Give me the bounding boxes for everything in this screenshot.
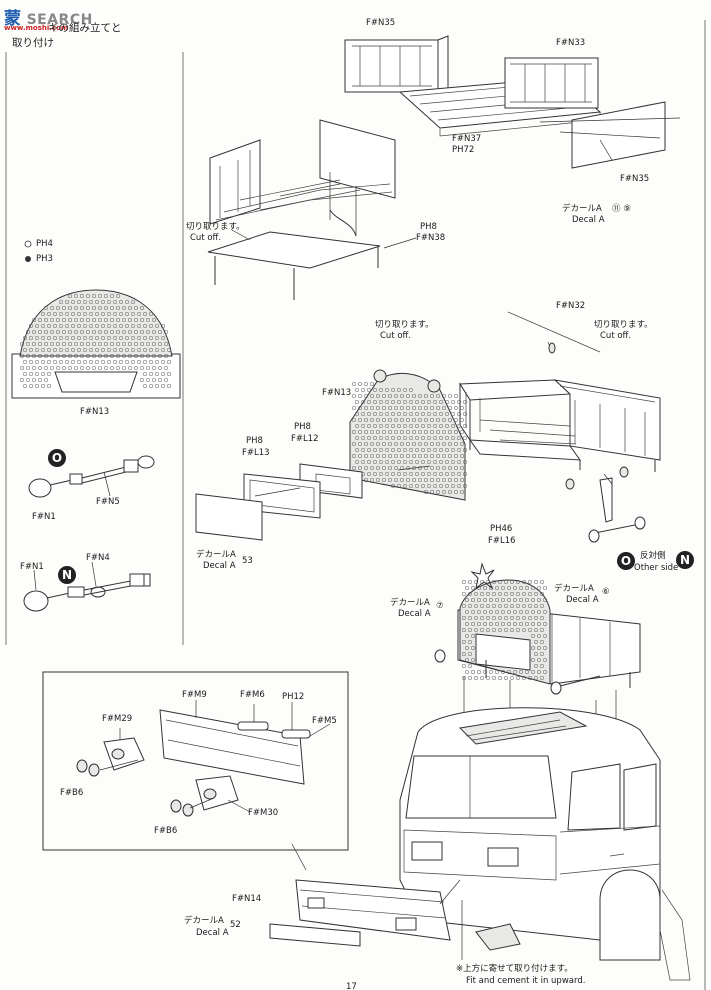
cut1-en: Cut off.: [380, 331, 412, 341]
mark-o: O: [48, 449, 66, 467]
inset-m30: F#M30: [248, 808, 279, 818]
watermark: 蒙 SEARCH www.moshi.com: [4, 9, 93, 32]
label-n35-top: F#N35: [366, 18, 396, 28]
label-n37: F#N37: [452, 134, 482, 144]
label-n32: F#N32: [556, 301, 586, 311]
label-p8: PH8: [420, 222, 437, 232]
rack-side-wall: [344, 35, 449, 93]
step-title-line1: キの組み立てと: [48, 22, 122, 34]
inset-p12: PH12: [282, 692, 305, 702]
inset-m9: F#M9: [182, 690, 207, 700]
legend-filled-dot: [25, 256, 31, 262]
label-n14: F#N14: [232, 894, 262, 904]
inset-m29: F#M29: [102, 714, 133, 724]
inset-b6-a: F#B6: [60, 788, 84, 798]
mirror1-part-label: F#N5: [96, 497, 120, 507]
decal6-en: Decal A: [566, 595, 599, 605]
decal-53: [195, 493, 263, 541]
decal52-jp: デカールA: [184, 916, 224, 926]
decal-en: Decal A: [572, 215, 605, 225]
label-n38: F#N38: [416, 233, 446, 243]
horn-part: [565, 466, 646, 543]
mirror-assembly-2: [23, 561, 151, 612]
decal52-num: 52: [230, 920, 241, 930]
inset-m6: F#M6: [240, 690, 265, 700]
rack-tail-panel: [571, 101, 666, 169]
decal-num: ⑪ ⑨: [612, 204, 631, 214]
decal52-en: Decal A: [196, 928, 229, 938]
decal53-num: 53: [242, 556, 253, 566]
label-p72: PH72: [452, 145, 475, 155]
decal53-en: Decal A: [203, 561, 236, 571]
label-ph8-a: PH8: [294, 422, 311, 432]
other-side-en: Other side: [634, 563, 679, 573]
label-n35-right: F#N35: [620, 174, 650, 184]
grille-part-n13: [11, 289, 181, 399]
note-en: Fit and cement it in upward.: [466, 976, 586, 986]
mark-n: N: [58, 566, 76, 584]
label-ph8-b: PH8: [246, 436, 263, 446]
decal-jp: デカールA: [562, 204, 602, 214]
inset-b6-b: F#B6: [154, 826, 178, 836]
cut1-jp: 切り取ります。: [375, 320, 434, 330]
step-title-line2: 取り付け: [12, 37, 54, 49]
mirror2-part-b-label: F#N4: [86, 553, 110, 563]
mark-n-other: N: [676, 551, 694, 569]
decal7-jp: デカールA: [390, 598, 430, 608]
cut2-jp: 切り取ります。: [594, 320, 653, 330]
license-plate-decal: [269, 923, 361, 947]
plate-fl13: [243, 473, 321, 519]
front-bumper: [269, 843, 463, 960]
label-fl12: F#L12: [291, 434, 319, 444]
mark-o-other: O: [617, 552, 635, 570]
note-jp: ※上方に寄せて取り付けます。: [456, 964, 573, 974]
mirror2-part-a-label: F#N1: [20, 562, 44, 572]
inset-bumper-parts: [76, 700, 331, 817]
grille-in-assembly: [349, 369, 468, 501]
inset-frame: [42, 671, 349, 851]
legend-open-dot: [24, 240, 32, 248]
decal7-num: ⑦: [436, 601, 444, 611]
decal6-num: ⑥: [602, 587, 610, 597]
label-fl13: F#L13: [242, 448, 270, 458]
cut-off-jp: 切り取ります。: [186, 222, 245, 232]
legend-filled-label: PH3: [36, 254, 53, 264]
mirror1-sub-label: F#N1: [32, 512, 56, 522]
rack-assembly: [459, 311, 661, 472]
label-fl16: F#L16: [488, 536, 516, 546]
label-n33: F#N33: [556, 38, 586, 48]
cab-rack: [434, 562, 641, 695]
cut-off-en: Cut off.: [190, 233, 222, 243]
star-marker: [470, 562, 495, 590]
cut2-en: Cut off.: [600, 331, 632, 341]
label-n13: F#N13: [322, 388, 352, 398]
rack-front-wall: [504, 57, 599, 109]
decal53-jp: デカールA: [196, 550, 236, 560]
grille-label: F#N13: [80, 407, 110, 417]
page-number: 17: [346, 982, 357, 990]
mirror-assembly-1: [28, 455, 155, 498]
rack-frame: [207, 119, 396, 300]
legend-open-label: PH4: [36, 239, 53, 249]
other-side-jp: 反対側: [640, 551, 666, 561]
truck-cab: [399, 707, 691, 981]
decal7-en: Decal A: [398, 609, 431, 619]
decal6-jp: デカールA: [554, 584, 594, 594]
label-ph46: PH46: [490, 524, 513, 534]
inset-m5: F#M5: [312, 716, 337, 726]
